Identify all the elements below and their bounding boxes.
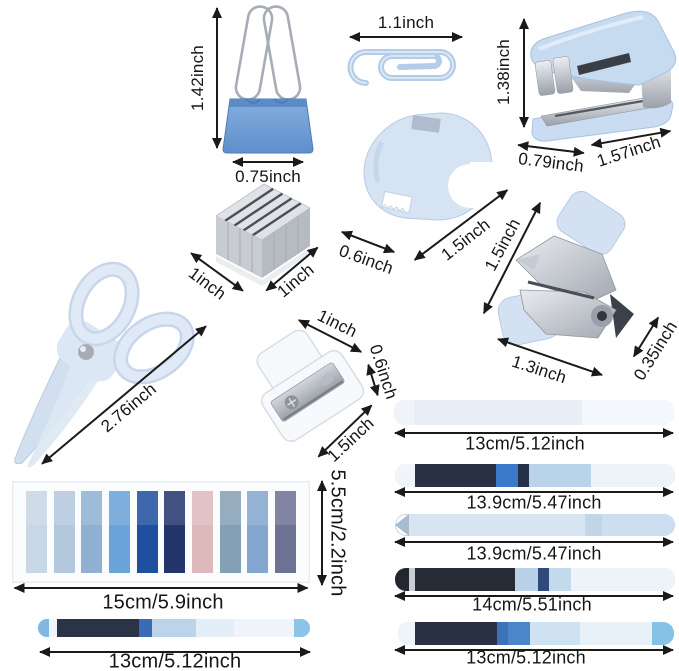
staple-remover-image [497,190,634,346]
dim-arrow-pen-4 [394,591,674,601]
sticky-tab [164,491,186,573]
dim-arrow-pen-bottom-left [39,647,311,657]
pen-image-3 [395,514,675,536]
dim-label-paperclip-width: 1.1inch [377,13,435,32]
dim-arrow-binder-height [216,8,218,148]
tape-dispenser-image [363,112,496,221]
sticky-tab [108,491,130,573]
sticky-tab [219,491,241,573]
dim-label-binder-height: 1.42inch [188,45,207,111]
sticky-tab [191,491,213,573]
dim-arrow-pen-3 [394,537,674,547]
dim-arrow-tabs-height [321,481,323,585]
dim-arrow-tabs-width [13,583,309,593]
pen-image-1 [394,400,674,425]
dim-label-tabs-height: 5.5cm/2.2inch [326,469,349,597]
dim-label-binder-width: 0.75inch [235,167,301,186]
dim-arrow-paperclip-width [349,32,463,42]
dim-arrow-binder-width [232,157,304,167]
sticky-tab [136,491,158,573]
binder-clip-image [222,5,314,154]
pen-image-4 [395,568,675,591]
sticky-tab [53,491,75,573]
sticky-tab [274,491,296,573]
pen-image-2 [395,464,675,487]
dim-arrow-pen-1 [394,428,674,438]
scissors-image [14,261,195,468]
stapler-image [530,10,677,142]
sharpener-image [256,329,365,442]
dim-label-pen-2: 13.9cm/5.47inch [466,492,602,513]
sticky-tab [247,491,269,573]
sticky-tabs-image [12,481,310,583]
paper-clip-image [347,49,456,86]
sticky-tab [26,491,47,573]
dim-label-pen-1: 13cm/5.12inch [465,433,585,454]
dim-label-stapler-height: 1.38inch [494,39,513,105]
pen-image-bottom-left [38,619,310,637]
staples-image [215,183,311,286]
dim-label-pen-5: 13cm/5.12inch [466,647,586,668]
dim-arrow-pen-2 [394,487,674,497]
dim-label-pen-3: 13.9cm/5.47inch [466,543,602,564]
dim-arrow-pen-5 [394,645,674,655]
dim-label-pen-bottom-left: 13cm/5.12inch [108,650,242,671]
dim-label-pen-4: 14cm/5.51inch [472,594,592,615]
sticky-tab [81,491,103,573]
pen-image-5 [398,622,674,645]
dim-label-tabs-width: 15cm/5.9inch [102,591,224,614]
dim-arrow-stapler-height [523,19,525,127]
